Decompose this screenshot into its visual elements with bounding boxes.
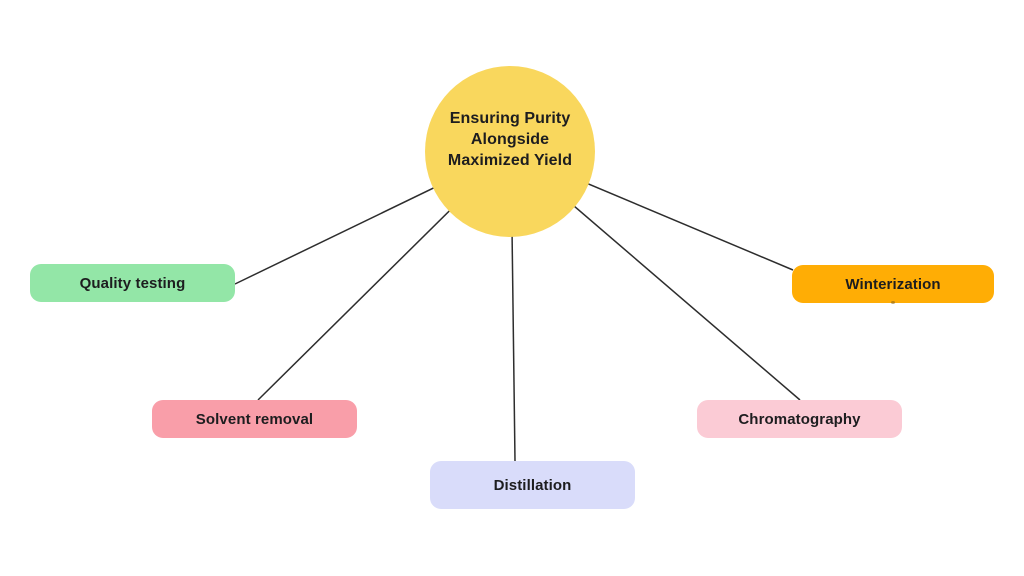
central-topic-line-3: Maximized Yield xyxy=(447,152,573,169)
node-solvent-removal[interactable]: Solvent removal xyxy=(152,400,357,438)
cursor-speck-artifact xyxy=(891,301,895,304)
node-solvent-removal-label: Solvent removal xyxy=(195,410,314,428)
node-quality-testing[interactable]: Quality testing xyxy=(30,264,235,302)
node-chromatography-label: Chromatography xyxy=(738,410,861,428)
node-winterization-label: Winterization xyxy=(845,275,941,293)
central-topic-node[interactable]: Ensuring Purity Alongside Maximized Yiel… xyxy=(425,66,595,237)
node-quality-testing-label: Quality testing xyxy=(79,274,186,292)
node-distillation[interactable]: Distillation xyxy=(430,461,635,509)
node-winterization[interactable]: Winterization xyxy=(792,265,994,303)
central-topic-line-1: Ensuring Purity xyxy=(449,110,571,127)
node-distillation-label: Distillation xyxy=(493,476,572,494)
central-topic-label: Ensuring Purity Alongside Maximized Yiel… xyxy=(448,108,572,171)
central-topic-line-2: Alongside xyxy=(470,131,550,148)
node-chromatography[interactable]: Chromatography xyxy=(697,400,902,438)
